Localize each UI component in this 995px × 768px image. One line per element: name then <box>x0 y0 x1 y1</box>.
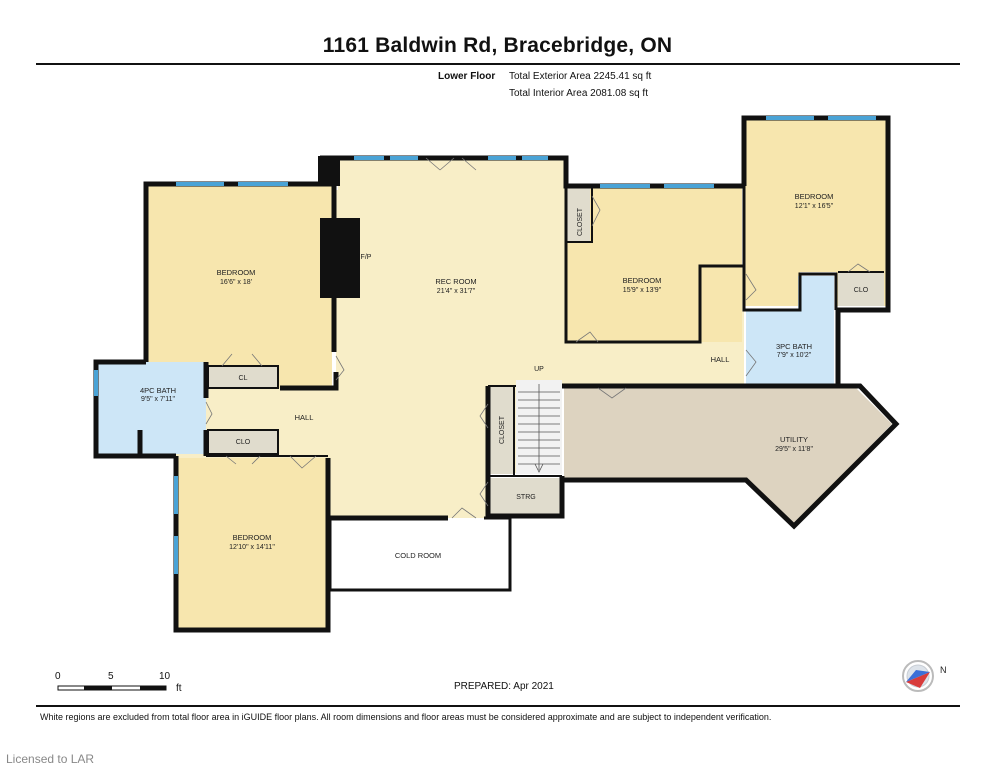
hall-east-label: HALL <box>711 355 730 364</box>
disclaimer: White regions are excluded from total fl… <box>40 712 772 722</box>
bedroom-nw-area <box>148 184 332 388</box>
bedroom-sw-area <box>178 458 326 628</box>
utility-label: UTILITY <box>780 435 808 444</box>
bedroom-ne-label: BEDROOM <box>795 192 834 201</box>
bedroom-nw-dim: 16'6" x 18' <box>220 279 252 286</box>
hall-west-label: HALL <box>295 413 314 422</box>
bath4-label: 4PC BATH <box>140 386 176 395</box>
interior-area: Total Interior Area 2081.08 sq ft <box>509 88 648 99</box>
stair-treads <box>518 384 560 470</box>
exterior-area: Total Exterior Area 2245.41 sq ft <box>509 71 652 82</box>
compass-north-label: N <box>940 665 947 675</box>
door-swings <box>205 157 871 519</box>
strg-area <box>490 478 562 516</box>
clo-sw-label: CLO <box>236 439 251 446</box>
scale-unit: ft <box>176 683 182 694</box>
scale-five: 5 <box>108 671 114 682</box>
rec-room-area <box>176 158 744 518</box>
bedroom-sw-label: BEDROOM <box>233 533 272 542</box>
prepared-date: PREPARED: Apr 2021 <box>454 681 554 692</box>
bath4-dim: 9'5" x 7'11" <box>141 396 175 403</box>
utility-dim: 29'5" x 11'8" <box>775 446 813 453</box>
stairs-up-label: UP <box>534 366 544 373</box>
cl-west-label: CL <box>239 375 248 382</box>
closet-mid-label: CLOSET <box>577 207 584 236</box>
bedroom-nw-label: BEDROOM <box>217 268 256 277</box>
compass-icon: N <box>902 660 947 692</box>
cl-west-area <box>208 366 278 388</box>
clo-ne-area <box>838 272 884 306</box>
strg-label: STRG <box>516 494 535 501</box>
footer-rule <box>36 705 960 707</box>
title-rule <box>36 63 960 65</box>
closet-mid-area <box>566 186 590 242</box>
fireplace-label: F/P <box>361 254 372 261</box>
walls <box>93 115 900 633</box>
scale-zero: 0 <box>55 671 61 682</box>
scale-ten: 10 <box>159 671 171 682</box>
rec-room-dim: 21'4" x 31'7" <box>437 288 476 295</box>
bath3-dim: 7'9" x 10'2" <box>777 352 812 359</box>
fireplace-block <box>320 218 360 298</box>
bath3-area <box>746 276 834 386</box>
bedroom-mid-dim: 15'9" x 13'9" <box>623 287 662 294</box>
clo-sw-area <box>208 430 278 454</box>
bedroom-ne-area <box>744 120 886 306</box>
bath4-area <box>98 362 206 454</box>
cold-room-label: COLD ROOM <box>395 551 441 560</box>
closet-stair-area <box>490 386 514 474</box>
windows <box>94 116 876 574</box>
page-title: 1161 Baldwin Rd, Bracebridge, ON <box>322 34 673 57</box>
floor-label: Lower Floor <box>438 71 496 82</box>
rec-room-label: REC ROOM <box>435 277 476 286</box>
bedroom-sw-dim: 12'10" x 14'11" <box>229 544 275 551</box>
bath3-label: 3PC BATH <box>776 342 812 351</box>
bedroom-mid-area <box>566 186 742 342</box>
stair-arrow-icon <box>534 463 544 473</box>
licensed-label: Licensed to LAR <box>6 752 95 766</box>
bedroom-mid-label: BEDROOM <box>623 276 662 285</box>
bedroom-ne-dim: 12'1" x 16'5" <box>795 203 834 210</box>
room-fills <box>98 120 892 628</box>
scale-bar <box>57 685 167 691</box>
closet-stair-label: CLOSET <box>499 415 506 444</box>
utility-area <box>564 388 892 524</box>
clo-ne-label: CLO <box>854 287 869 294</box>
